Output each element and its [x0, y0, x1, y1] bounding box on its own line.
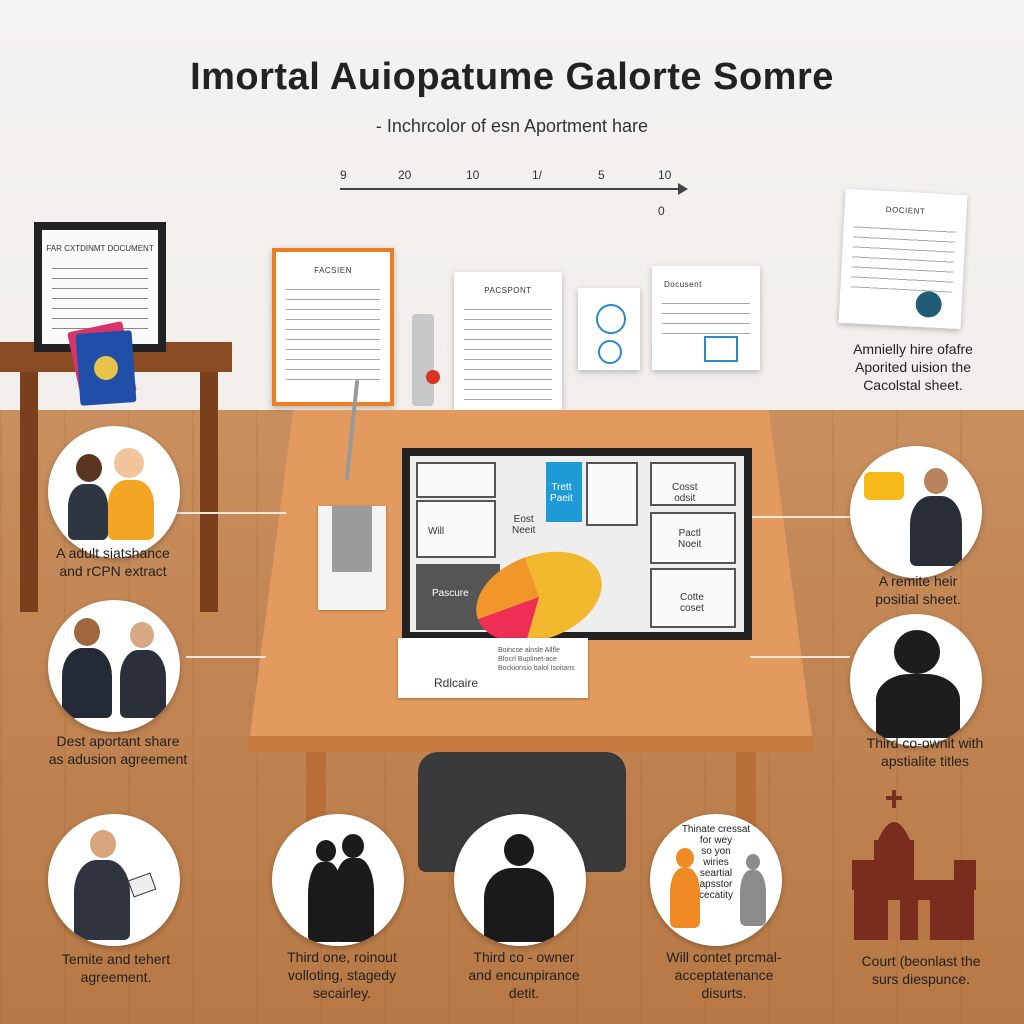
ruler-tick: 10 [658, 168, 672, 182]
connector-line [750, 656, 850, 658]
desk-leg [736, 752, 756, 830]
wall-document-title: Docusent [664, 280, 702, 289]
plan-room-label: Cotte coset [680, 592, 704, 614]
ruler-line [340, 188, 680, 190]
side-table-leg [200, 372, 218, 612]
desk-note-text: Boincse alnsle Allfle Bfocrl Buplinet-ac… [498, 647, 575, 672]
ruler-tick: 1/ [532, 168, 543, 182]
will-bubble-text: Thinate cressat for wey so yon wiries se… [681, 824, 751, 901]
illustration-tenant [48, 814, 180, 946]
wall-document-title: FACSIEN [314, 266, 352, 275]
ruler-tick: 10 [466, 168, 480, 182]
scale-ruler: 9 20 10 1/ 5 10 0 [340, 168, 690, 218]
lamp-button-icon [426, 370, 440, 384]
wall-document-title: PACSPONT [484, 286, 532, 295]
plan-room [650, 462, 736, 506]
wall-document: Docusent [652, 266, 760, 370]
plan-room-label: Pactl Noeit [678, 528, 702, 550]
seal-icon [914, 290, 943, 319]
person-icon [596, 304, 626, 334]
page-title: Imortal Auiopatume Galorte Somre [190, 56, 834, 98]
illustration-co-owner [850, 614, 982, 746]
plan-room-label: Pascure [432, 588, 469, 599]
side-table-leg [20, 372, 38, 612]
wall-document-right: DOCIENT [838, 188, 968, 330]
desk-note [398, 638, 588, 698]
ruler-tick: 9 [340, 168, 347, 182]
desk-lamp [412, 314, 434, 406]
framed-document-title: FAR CXTDINMT DOCUMENT [46, 244, 154, 253]
caption-bottom-3: Third co - owner and encunpirance detit. [468, 949, 580, 1001]
notebook [318, 506, 386, 610]
illustration-agreement [48, 600, 180, 732]
circle-icon [598, 340, 622, 364]
plan-room-label: Cosst odsit [672, 482, 698, 504]
desk-note-label: Rdlcaire [434, 676, 479, 690]
wall-document-orange: FACSIEN [272, 248, 394, 406]
plan-room [416, 500, 496, 558]
ruler-tick: 5 [598, 168, 605, 182]
plan-room [416, 462, 496, 498]
illustration-third-owner [454, 814, 586, 946]
ruler-end-label: 0 [658, 204, 665, 218]
floor-plan: Will Eost Neeit Trett Paeit Cosst odsit … [402, 448, 752, 640]
passport-seal-icon [93, 355, 119, 381]
caption-left-1: A adult siatshance and rCPN extract [56, 545, 170, 579]
caption-bottom-4: Will contet prcmal- acceptatenance disur… [666, 949, 782, 1001]
illustration-adults [48, 426, 180, 558]
caption-bottom-5: Court (beonlast the surs diespunce. [861, 953, 981, 987]
wall-document-title: DOCIENT [885, 205, 926, 217]
plan-room-label: Will [428, 526, 445, 537]
wall-portrait-card [578, 288, 640, 370]
connector-line [186, 656, 266, 658]
passport-blue [75, 330, 137, 406]
wall-sign: Amnielly hire ofafre Aporited uision the… [853, 341, 973, 393]
speech-bubble-icon [864, 472, 904, 500]
plan-room-label: Eost Neeit [512, 514, 536, 536]
caption-bottom-2: Third one, roinout volloting, stagedy se… [287, 949, 397, 1001]
caption-bottom-1: Temite and tehert agreement. [61, 951, 171, 985]
ruler-arrow-icon [678, 183, 688, 195]
wall-document: PACSPONT [454, 272, 562, 410]
plan-room [650, 512, 736, 564]
desk-edge [248, 736, 814, 752]
connector-line [176, 512, 286, 514]
ruler-tick: 20 [398, 168, 412, 182]
illustration-will: Thinate cressat for wey so yon wiries se… [650, 814, 782, 946]
page-subtitle: - Inchrcolor of esn Aportment hare [375, 116, 649, 136]
illustration-couple [272, 814, 404, 946]
illustration-speaker [850, 446, 982, 578]
tablet-icon [127, 872, 157, 898]
plan-room-label: Trett Paeit [550, 482, 573, 504]
plan-room [586, 462, 638, 526]
document-chart-icon [704, 336, 738, 362]
caption-right-2: Third co-ownit with apstialite titles [866, 735, 984, 769]
caption-right-1: A remite heir positial sheet. [875, 573, 961, 607]
court-church-icon [852, 790, 976, 940]
connector-line [752, 516, 850, 518]
plan-room [650, 568, 736, 628]
desk-leg [306, 752, 326, 830]
caption-left-2: Dest aportant share as adusion agreement [48, 733, 188, 767]
plan-room-blue [546, 462, 582, 522]
